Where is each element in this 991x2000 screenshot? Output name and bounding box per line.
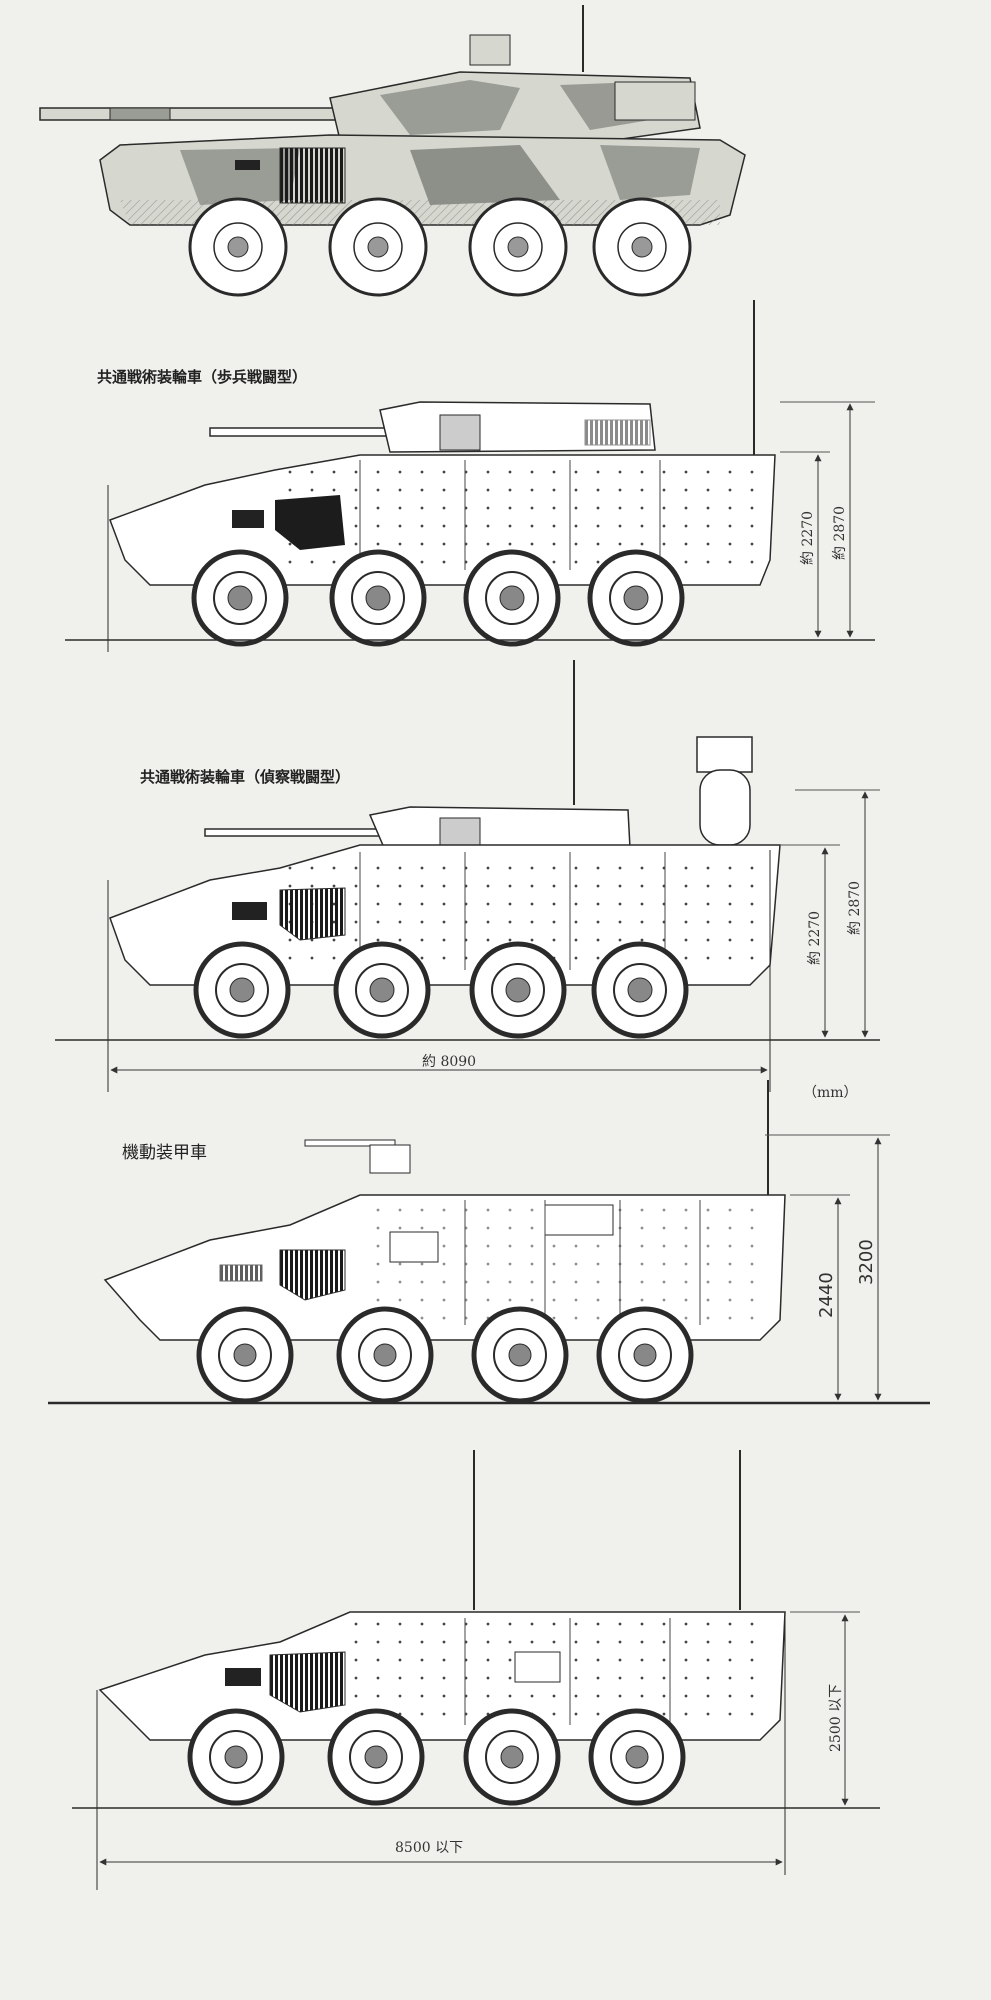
vehicle-mcv-camo	[39, 5, 746, 297]
rcv-length-label: 約 8090	[422, 1054, 476, 1070]
apc-title: 機動装甲車	[122, 1143, 207, 1163]
base-height-label: 2500 以下	[828, 1684, 844, 1752]
vehicle-apc	[48, 1080, 930, 1405]
apc-hull-height-label: 2440	[816, 1272, 837, 1318]
vehicle-base	[72, 1450, 880, 1890]
ifv-title: 共通戦術装輪車（歩兵戦闘型）	[97, 368, 307, 386]
base-length-label: 8500 以下	[395, 1840, 463, 1856]
rcv-title: 共通戦術装輪車（偵察戦闘型）	[140, 768, 350, 786]
apc-total-height-label: 3200	[856, 1239, 877, 1285]
ifv-hull-height-label: 約 2270	[800, 511, 816, 565]
ifv-total-height-label: 約 2870	[832, 506, 848, 560]
rcv-hull-height-label: 約 2270	[807, 911, 823, 965]
unit-label: （mm）	[803, 1085, 858, 1101]
vehicle-rcv	[55, 660, 880, 1092]
rcv-total-height-label: 約 2870	[847, 881, 863, 935]
vehicle-ifv	[65, 300, 875, 652]
